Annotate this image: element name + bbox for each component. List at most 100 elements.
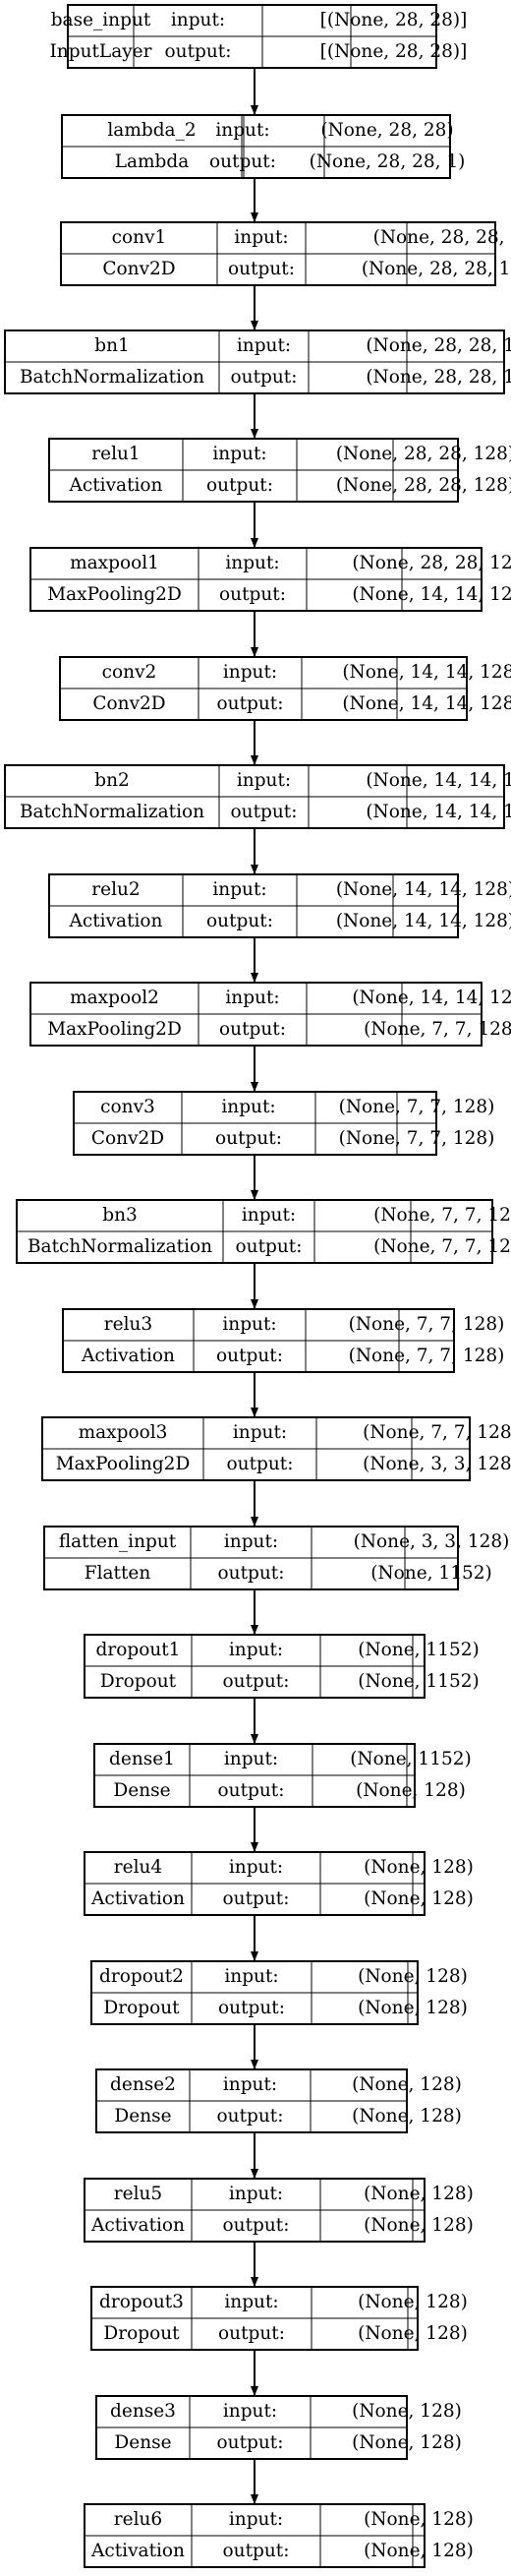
layer-name: relu2 xyxy=(91,879,140,900)
layer-name: dropout2 xyxy=(99,1966,184,1987)
input-label: input: xyxy=(229,2184,283,2204)
layer-name: relu6 xyxy=(114,2509,162,2530)
output-label: output: xyxy=(219,584,286,605)
input-label: input: xyxy=(224,1966,278,1987)
layer-name: lambda_2 xyxy=(107,120,196,141)
output-shape: (None, 128) xyxy=(352,2432,462,2453)
output-label: output: xyxy=(228,259,295,279)
input-shape: (None, 128) xyxy=(352,2401,462,2422)
input-shape: (None, 28, 28, 128) xyxy=(352,553,511,573)
input-shape: (None, 7, 7, 128) xyxy=(363,1422,511,1443)
layer-node-maxpool3[interactable]: maxpool3MaxPooling2Dinput:output:(None, … xyxy=(41,1416,511,1481)
layer-name: dropout1 xyxy=(96,1640,181,1660)
layer-name: relu4 xyxy=(114,1857,162,1878)
output-shape: (None, 128) xyxy=(358,2323,468,2344)
layer-name: dense1 xyxy=(109,1749,175,1769)
layer-name: dense2 xyxy=(110,2074,176,2095)
layer-type: InputLayer xyxy=(50,41,152,62)
output-shape: (None, 7, 7, 128) xyxy=(349,1346,505,1366)
layer-node-bn1[interactable]: bn1BatchNormalizationinput:output:(None,… xyxy=(4,329,511,394)
output-label: output: xyxy=(209,151,276,172)
output-label: output: xyxy=(218,1780,285,1801)
input-shape: (None, 28, 28) xyxy=(320,120,453,141)
layer-node-maxpool2[interactable]: maxpool2MaxPooling2Dinput:output:(None, … xyxy=(29,982,511,1047)
input-label: input: xyxy=(224,1531,278,1552)
output-label: output: xyxy=(223,2215,290,2236)
layer-type: MaxPooling2D xyxy=(47,584,182,605)
input-label: input: xyxy=(212,879,266,900)
output-label: output: xyxy=(217,2432,284,2453)
layer-name: maxpool3 xyxy=(79,1422,168,1443)
layer-type: Conv2D xyxy=(91,1128,164,1149)
layer-type: Dropout xyxy=(103,2323,180,2344)
input-shape: (None, 14, 14, 128) xyxy=(336,879,511,900)
output-label: output: xyxy=(223,1671,290,1692)
layer-name: base_input xyxy=(51,10,151,30)
layer-type: Activation xyxy=(81,1346,175,1366)
output-shape: [(None, 28, 28)] xyxy=(320,41,468,62)
layer-node-bn3[interactable]: bn3BatchNormalizationinput:output:(None,… xyxy=(16,1199,511,1264)
input-label: input: xyxy=(225,988,279,1008)
output-label: output: xyxy=(236,1236,303,1257)
input-shape: (None, 14, 14, 128) xyxy=(342,662,511,683)
input-label: input: xyxy=(224,1749,278,1769)
layer-type: MaxPooling2D xyxy=(47,1019,182,1040)
layer-name: conv2 xyxy=(102,662,157,683)
output-shape: (None, 3, 3, 128) xyxy=(363,1454,511,1474)
layer-node-maxpool1[interactable]: maxpool1MaxPooling2Dinput:output:(None, … xyxy=(29,547,511,612)
output-shape: (None, 28, 28, 128) xyxy=(362,259,511,279)
input-label: input: xyxy=(229,1640,283,1660)
layer-name: bn3 xyxy=(102,1205,138,1226)
output-shape: (None, 128) xyxy=(352,2106,462,2127)
layer-name: flatten_input xyxy=(59,1531,177,1552)
layer-type: Activation xyxy=(69,475,163,496)
input-label: input: xyxy=(242,1205,296,1226)
layer-type: Flatten xyxy=(85,1563,151,1584)
output-shape: (None, 14, 14, 128) xyxy=(366,802,511,822)
input-shape: (None, 1152) xyxy=(358,1640,479,1660)
input-label: input: xyxy=(225,553,279,573)
layer-type: Dense xyxy=(114,2106,171,2127)
input-label: input: xyxy=(221,1097,275,1117)
output-shape: (None, 7, 7, 128) xyxy=(339,1128,495,1149)
output-label: output: xyxy=(223,2541,290,2561)
layer-type: BatchNormalization xyxy=(20,802,204,822)
input-label: input: xyxy=(222,1314,276,1335)
layer-name: conv3 xyxy=(100,1097,155,1117)
input-shape: (None, 128) xyxy=(358,2292,468,2312)
input-shape: (None, 14, 14, 128) xyxy=(352,988,511,1008)
output-label: output: xyxy=(227,1454,294,1474)
input-label: input: xyxy=(212,444,266,464)
layer-name: relu1 xyxy=(91,444,140,464)
layer-node-base_input[interactable]: base_inputInputLayerinput:output:[(None,… xyxy=(50,4,468,69)
layer-type: Dense xyxy=(113,1780,170,1801)
output-label: output: xyxy=(217,2106,284,2127)
output-shape: (None, 7, 7, 128) xyxy=(373,1236,511,1257)
output-shape: (None, 128) xyxy=(358,1998,468,2018)
layer-node-bn2[interactable]: bn2BatchNormalizationinput:output:(None,… xyxy=(4,764,511,829)
input-shape: (None, 1152) xyxy=(350,1749,471,1769)
input-label: input: xyxy=(223,2074,277,2095)
layer-node-flatten_input[interactable]: flatten_inputFlatteninput:output:(None, … xyxy=(43,1526,509,1590)
input-label: input: xyxy=(223,662,277,683)
output-label: output: xyxy=(218,2323,285,2344)
input-shape: (None, 7, 7, 128) xyxy=(373,1205,511,1226)
